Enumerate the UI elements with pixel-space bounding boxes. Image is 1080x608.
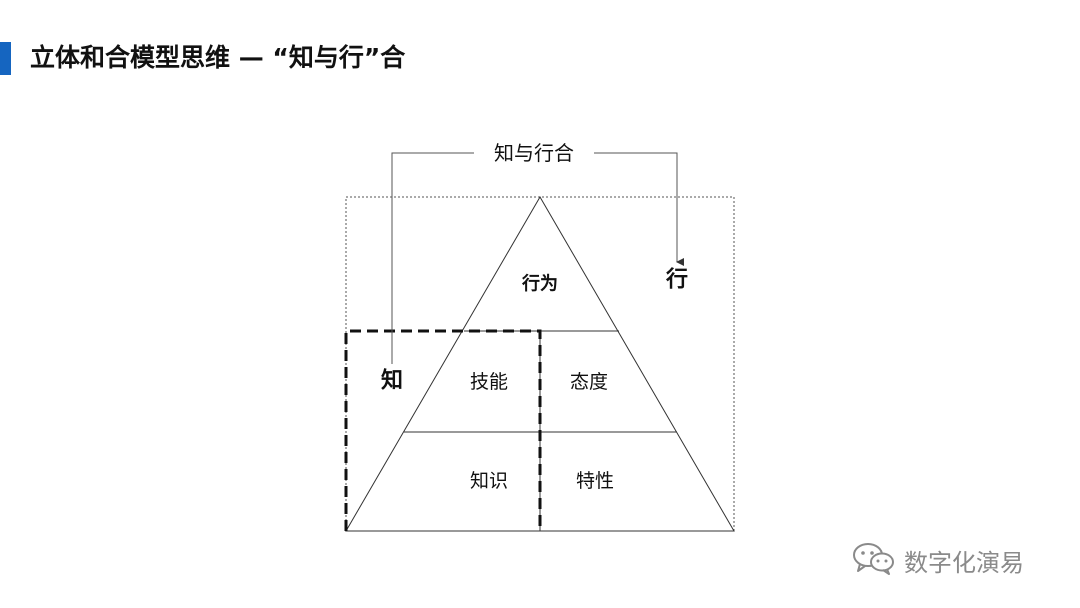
watermark: 数字化演易 [852, 540, 1024, 580]
slide-title: 立体和合模型思维 — “知与行”合 [30, 43, 406, 72]
connector-left-line [391, 152, 474, 364]
level-skill: 技能 [470, 371, 508, 393]
level-knowledge: 知识 [470, 470, 508, 492]
zhi-label: 知 [381, 368, 403, 394]
level-attitude: 态度 [570, 371, 608, 393]
top-label: 知与行合 [494, 141, 574, 165]
zhi-region-frame [344, 329, 542, 531]
title-accent-bar [0, 42, 11, 75]
level-trait: 特性 [576, 470, 614, 492]
xing-label: 行 [665, 267, 688, 293]
wechat-icon [852, 541, 896, 579]
level-behavior: 行为 [521, 273, 558, 295]
watermark-text: 数字化演易 [904, 548, 1024, 577]
connector-right-arrow [594, 152, 684, 266]
